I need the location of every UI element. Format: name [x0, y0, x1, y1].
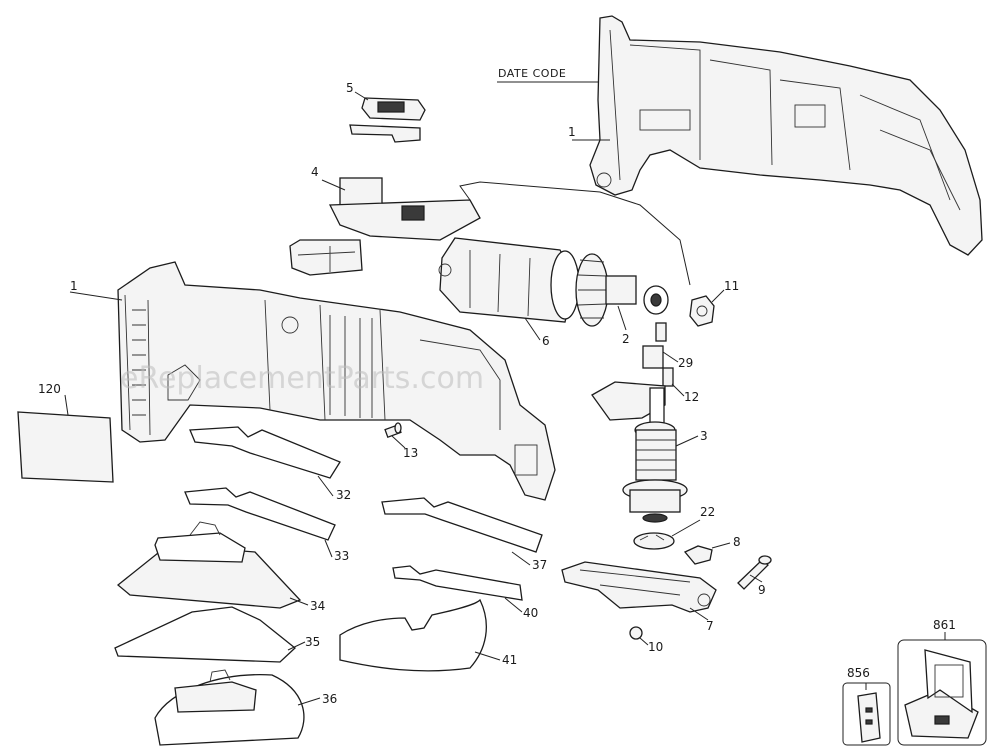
callout-37: 37	[532, 558, 547, 572]
part-29-pin	[655, 322, 667, 342]
callout-36: 36	[322, 692, 337, 706]
blade-37-part	[381, 497, 543, 553]
callout-7: 7	[706, 619, 714, 633]
callout-13: 13	[403, 446, 418, 460]
switch-cover-part	[349, 97, 426, 143]
pin-part	[737, 555, 772, 590]
callout-33: 33	[334, 549, 349, 563]
part-856	[857, 692, 881, 743]
callout-861: 861	[933, 618, 956, 632]
motor-part	[438, 237, 594, 323]
callout-41: 41	[502, 653, 517, 667]
label-120-part	[17, 411, 114, 483]
callout-1-upper: 1	[568, 125, 576, 139]
blade-33-part	[184, 487, 336, 541]
gear-part	[575, 253, 669, 327]
blade-40-part	[392, 565, 523, 601]
screw-10-part	[629, 626, 643, 640]
callout-12: 12	[684, 390, 699, 404]
callout-856: 856	[847, 666, 870, 680]
callout-29: 29	[678, 356, 693, 370]
nut-part	[689, 295, 715, 327]
housing-upper-part	[589, 15, 983, 256]
callout-4: 4	[311, 165, 319, 179]
blade-41-part	[339, 598, 487, 672]
date-code-label: DATE CODE	[498, 67, 566, 80]
callout-11: 11	[724, 279, 739, 293]
callout-9: 9	[758, 583, 766, 597]
callout-10: 10	[648, 640, 663, 654]
switch-board-part	[289, 177, 691, 286]
callout-6: 6	[542, 334, 550, 348]
callout-120: 120	[38, 382, 61, 396]
part-29-sleeve	[642, 345, 664, 369]
blade-32-part	[189, 426, 341, 479]
part-12	[662, 367, 674, 387]
gear-case-part	[561, 561, 717, 613]
inset-861-frame	[897, 639, 987, 746]
sheet-35-part	[114, 606, 296, 663]
watermark-text: eReplacementParts.com	[120, 361, 484, 396]
carry-case-part	[904, 649, 979, 739]
callout-1-lower: 1	[70, 279, 78, 293]
sanding-pad-part	[116, 521, 302, 609]
callout-8: 8	[733, 535, 741, 549]
callout-3: 3	[700, 429, 708, 443]
pad-36-part	[154, 669, 305, 746]
callout-5: 5	[346, 81, 354, 95]
housing-lower-part	[117, 261, 556, 501]
callout-35: 35	[305, 635, 320, 649]
callout-32: 32	[336, 488, 351, 502]
part-22	[633, 532, 675, 550]
callout-2: 2	[622, 332, 630, 346]
callout-40: 40	[523, 606, 538, 620]
callout-34: 34	[310, 599, 325, 613]
spindle-part	[591, 381, 688, 523]
callout-22: 22	[700, 505, 715, 519]
clip-part	[683, 545, 713, 565]
screw-13-part	[384, 422, 402, 438]
